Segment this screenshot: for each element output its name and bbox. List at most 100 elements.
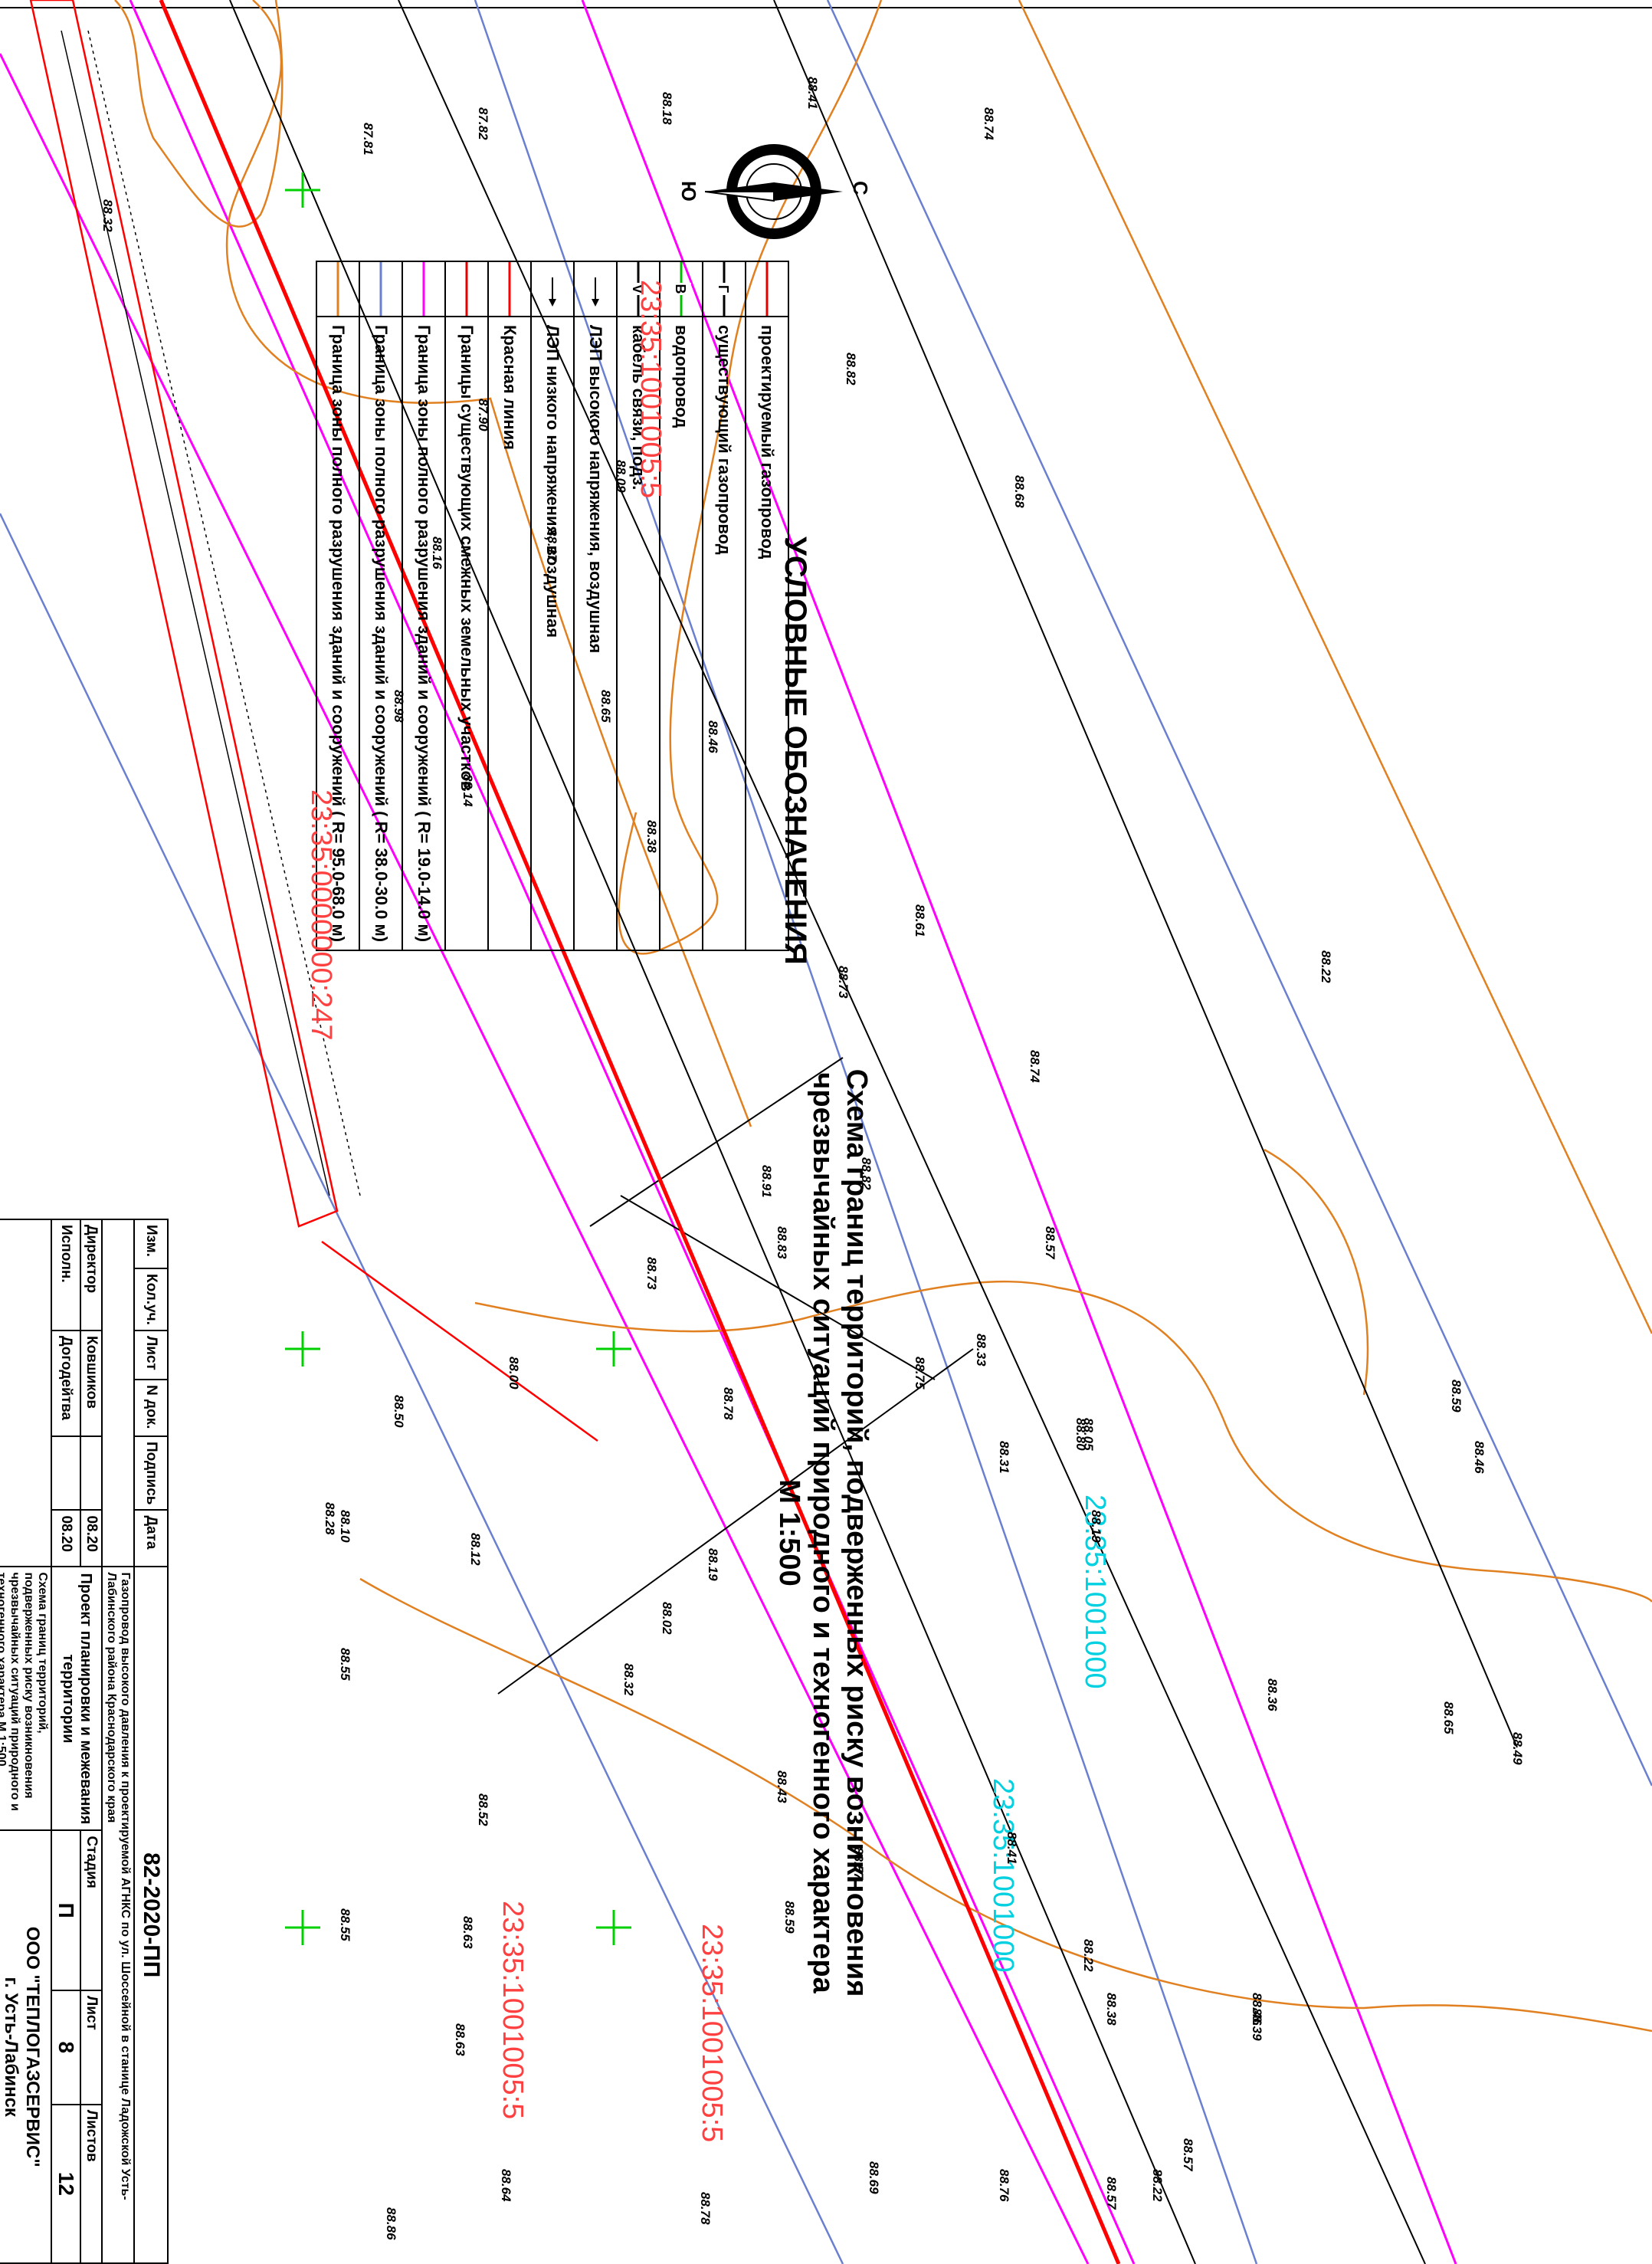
line-symbol-icon bbox=[746, 261, 788, 317]
elevation-mark: 88.38 bbox=[1104, 1993, 1119, 2026]
stamp-sheet: 8 bbox=[51, 1990, 80, 2105]
stamp-list: Лист bbox=[134, 1330, 168, 1380]
elevation-mark: 87.90 bbox=[476, 399, 490, 431]
elevation-mark: 88.78 bbox=[721, 1387, 736, 1420]
elevation-mark: 88.57 bbox=[851, 1847, 866, 1880]
stamp-role-1: Директор bbox=[80, 1219, 102, 1331]
elevation-mark: 87.81 bbox=[361, 123, 375, 156]
title-line-1: Схема границ территорий, подверженных ри… bbox=[841, 1068, 873, 1997]
cable-line bbox=[497, 1348, 974, 1695]
elevation-mark: 88.65 bbox=[1441, 1701, 1456, 1734]
zone-38m-line bbox=[826, 0, 1652, 1787]
elevation-mark: 88.16 bbox=[430, 536, 444, 569]
elevation-mark: 88.61 bbox=[913, 904, 927, 937]
elevation-mark: 88.64 bbox=[499, 2169, 513, 2202]
elevation-mark: 87.82 bbox=[476, 107, 490, 140]
elevation-mark: 88.83 bbox=[775, 1226, 789, 1259]
legend-label: существующий газопровод bbox=[703, 317, 746, 951]
zone-95m-line bbox=[225, 0, 752, 1127]
zone-19m-line bbox=[0, 53, 1090, 2264]
stamp-data: Дата bbox=[134, 1510, 168, 1567]
elevation-mark: 88.19 bbox=[1089, 1510, 1103, 1543]
legend-label: проектируемый газопровод bbox=[746, 317, 788, 951]
survey-cross bbox=[285, 172, 631, 1945]
elevation-mark: 88.09 bbox=[614, 460, 628, 493]
legend-label: ЛЭП высокого напряжения, воздушная bbox=[574, 317, 617, 951]
stamp-city: г. Усть-Лабинск bbox=[1, 1977, 21, 2117]
elevation-mark: 88.28 bbox=[323, 1502, 337, 1535]
stamp-code: 82-2020-ПП bbox=[134, 1567, 168, 2263]
elevation-mark: 88.14 bbox=[461, 774, 475, 807]
legend-label: Граница зоны полного разрушения зданий и… bbox=[402, 317, 445, 951]
line-symbol-icon: В bbox=[660, 261, 703, 317]
elevation-mark: 88.39 bbox=[1250, 2008, 1264, 2041]
elevation-mark: 88.74 bbox=[982, 107, 996, 140]
zone-19m-line bbox=[129, 0, 1136, 2264]
elevation-mark: 88.73 bbox=[836, 966, 851, 999]
north-arrow: С Ю bbox=[677, 107, 872, 276]
elevation-mark: 88.59 bbox=[1449, 1380, 1464, 1413]
elevation-mark: 88.10 bbox=[338, 1510, 352, 1543]
stamp-date-2: 08.20 bbox=[51, 1510, 80, 1567]
elevation-mark: 88.52 bbox=[476, 1793, 490, 1826]
stamp-stage: П bbox=[51, 1830, 80, 1990]
legend-label: ЛЭП низкого напряжения, воздушная bbox=[531, 317, 574, 951]
elevation-mark: 88.50 bbox=[392, 1395, 406, 1428]
elevation-mark: 88.17 bbox=[545, 529, 559, 562]
elevation-mark: 88.74 bbox=[1028, 1050, 1042, 1083]
elevation-mark: 88.43 bbox=[775, 1770, 789, 1803]
legend-label: Красная линия bbox=[488, 317, 531, 951]
legend-row: Границы существующих смежных земельных у… bbox=[445, 261, 488, 951]
elevation-mark: 88.55 bbox=[338, 1648, 352, 1681]
stamp-name-2: Догодейтва bbox=[51, 1330, 80, 1436]
elevation-mark: 88.57 bbox=[1104, 2177, 1119, 2210]
zone-95m-line bbox=[1018, 0, 1652, 1334]
stamp-sheet-label: Лист bbox=[80, 1990, 102, 2105]
legend-row: ЛЭП высокого напряжения, воздушная bbox=[574, 261, 617, 951]
line-symbol-icon bbox=[402, 261, 445, 317]
elevation-mark: 88.38 bbox=[644, 820, 659, 853]
elevation-mark: 88.22 bbox=[1081, 1939, 1096, 1972]
cable-line bbox=[589, 1057, 844, 1227]
arrow-icon bbox=[574, 261, 617, 317]
elevation-mark: 88.59 bbox=[782, 1901, 797, 1934]
stamp-name-1: Ковшиков bbox=[80, 1330, 102, 1436]
elevation-mark: 88.57 bbox=[1043, 1226, 1057, 1259]
stamp-koluch: Кол.уч. bbox=[134, 1268, 168, 1331]
legend-row: Красная линия bbox=[488, 261, 531, 951]
map-title: Схема границ территорий, подверженных ри… bbox=[772, 958, 874, 2108]
elevation-mark: 88.63 bbox=[461, 1916, 475, 1949]
elevation-mark: 88.49 bbox=[1510, 1732, 1525, 1765]
existing-gas-pipeline bbox=[398, 0, 1426, 2264]
elevation-mark: 88.31 bbox=[997, 1441, 1011, 1474]
zone-38m-line bbox=[0, 513, 844, 2264]
stamp-project: Газопровод высокого давления к проектиру… bbox=[102, 1567, 134, 2263]
elevation-mark: 88.78 bbox=[698, 2192, 713, 2225]
elevation-mark: 88.19 bbox=[706, 1548, 720, 1581]
stamp-doc-title: Проект планировки и межевания территории bbox=[51, 1567, 102, 1831]
stamp-izm: Изм. bbox=[134, 1219, 168, 1268]
legend-label: Граница зоны полного разрушения зданий и… bbox=[359, 317, 402, 951]
elevation-mark: 88.12 bbox=[468, 1533, 483, 1566]
contour-line bbox=[1264, 1148, 1369, 1396]
stamp-stage-label: Стадия bbox=[80, 1830, 102, 1990]
legend-row: Граница зоны полного разрушения зданий и… bbox=[359, 261, 402, 951]
elevation-mark: 88.57 bbox=[1181, 2138, 1195, 2171]
elevation-mark: 88.00 bbox=[506, 1357, 521, 1390]
contour-line bbox=[114, 0, 284, 228]
stamp-company: ООО "ТЕПЛОГАЗСЕРВИС" bbox=[22, 1926, 43, 2167]
elevation-mark: 88.22 bbox=[1319, 950, 1333, 983]
existing-gas-pipeline bbox=[229, 0, 1196, 2264]
red-line-boundary bbox=[29, 0, 339, 1228]
elevation-mark: 88.82 bbox=[859, 1157, 874, 1190]
elevation-mark: 88.46 bbox=[706, 720, 720, 753]
elevation-mark: 88.32 bbox=[621, 1663, 636, 1696]
elevation-mark: 88.82 bbox=[844, 353, 858, 386]
elevation-mark: 88.36 bbox=[1265, 1678, 1280, 1711]
cadastral-number: 23:35:1001005:5 bbox=[497, 1901, 529, 2120]
elevation-mark: 88.73 bbox=[644, 1257, 659, 1290]
elevation-mark: 88.02 bbox=[660, 1602, 674, 1635]
